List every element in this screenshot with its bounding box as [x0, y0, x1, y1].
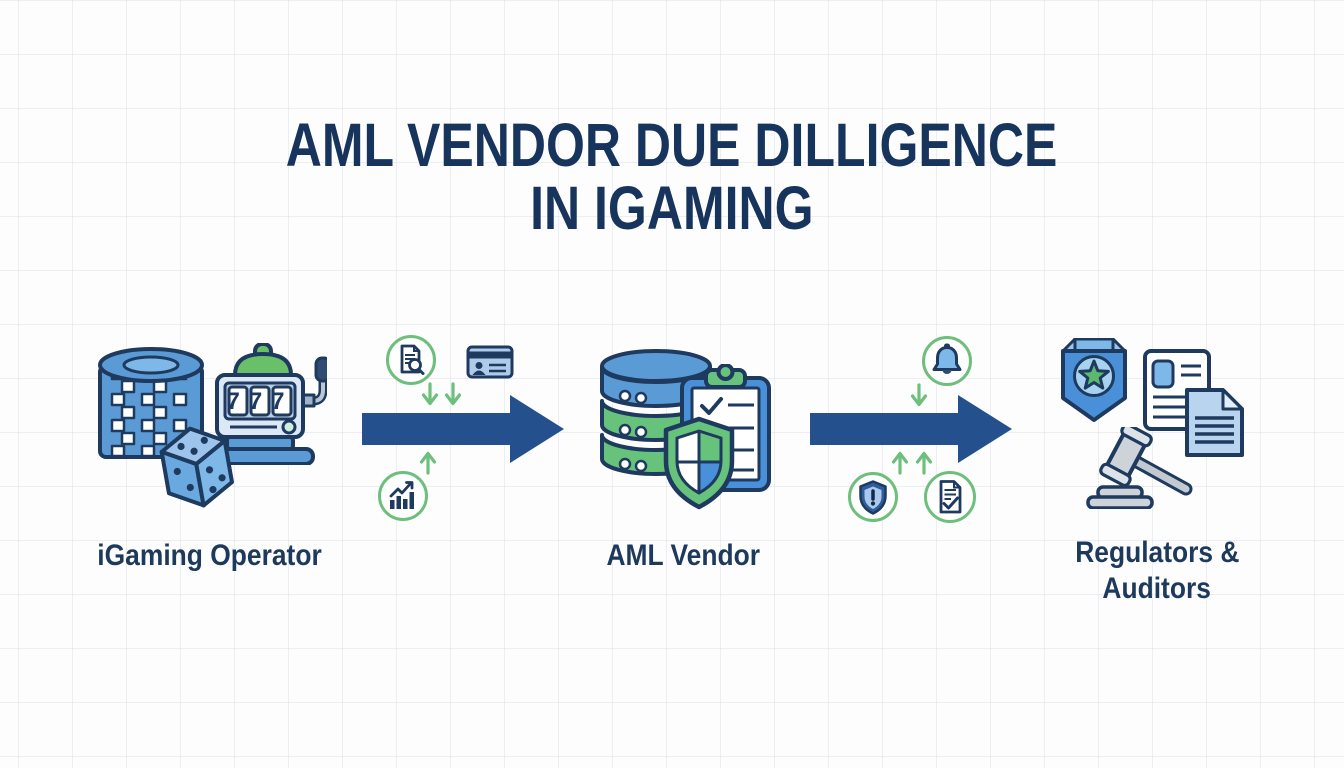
flow-up-arrow-icon	[915, 449, 933, 475]
main-flow-arrow-right	[362, 393, 566, 465]
document-icon	[1183, 386, 1246, 459]
id-card-icon	[466, 345, 514, 379]
page-title-line1: AML VENDOR DUE DILLIGENCE	[0, 112, 1344, 178]
page-title-line2: IN IGAMING	[0, 174, 1344, 242]
casino-chips-icon	[96, 340, 206, 462]
node-label-regulators-auditors: Regulators & Auditors	[997, 535, 1317, 607]
bar-chart-growth-icon	[377, 470, 429, 522]
alert-bell-icon	[921, 335, 973, 387]
node-label-regulators-line1: Regulators &	[997, 535, 1317, 571]
node-label-regulators-line2: Auditors	[997, 571, 1317, 607]
page-title: AML VENDOR DUE DILLIGENCE IN IGAMING	[0, 112, 1344, 242]
flow-down-arrow-icon	[444, 382, 462, 408]
dice-icon	[157, 424, 237, 512]
flow-up-arrow-icon	[891, 449, 909, 475]
id-document-icon	[1143, 349, 1211, 431]
shield-alert-icon	[847, 471, 899, 523]
document-check-icon	[923, 470, 977, 524]
flow-up-arrow-icon	[419, 449, 437, 475]
slot-machine-icon: 777	[205, 343, 327, 465]
badge-star-icon	[1057, 338, 1131, 432]
main-flow-arrow-right	[810, 393, 1014, 465]
node-label-aml-vendor-text: AML Vendor	[606, 539, 760, 572]
page-title-line2-text: IN IGAMING	[530, 174, 814, 242]
page-title-line1-text: AML VENDOR DUE DILLIGENCE	[286, 111, 1058, 179]
shield-check-icon	[660, 415, 738, 511]
node-label-igaming-operator: iGaming Operator	[50, 538, 370, 574]
gavel-icon	[1086, 427, 1201, 509]
slot-reel-display: 777	[226, 388, 293, 415]
flow-down-arrow-icon	[421, 382, 439, 408]
flow-down-arrow-icon	[910, 383, 928, 409]
node-label-regulators-line2-text: Auditors	[1102, 572, 1212, 605]
node-label-igaming-operator-text: iGaming Operator	[97, 539, 323, 572]
node-label-aml-vendor: AML Vendor	[523, 538, 843, 574]
document-search-icon	[385, 334, 437, 386]
node-label-regulators-line1-text: Regulators &	[1074, 536, 1240, 569]
